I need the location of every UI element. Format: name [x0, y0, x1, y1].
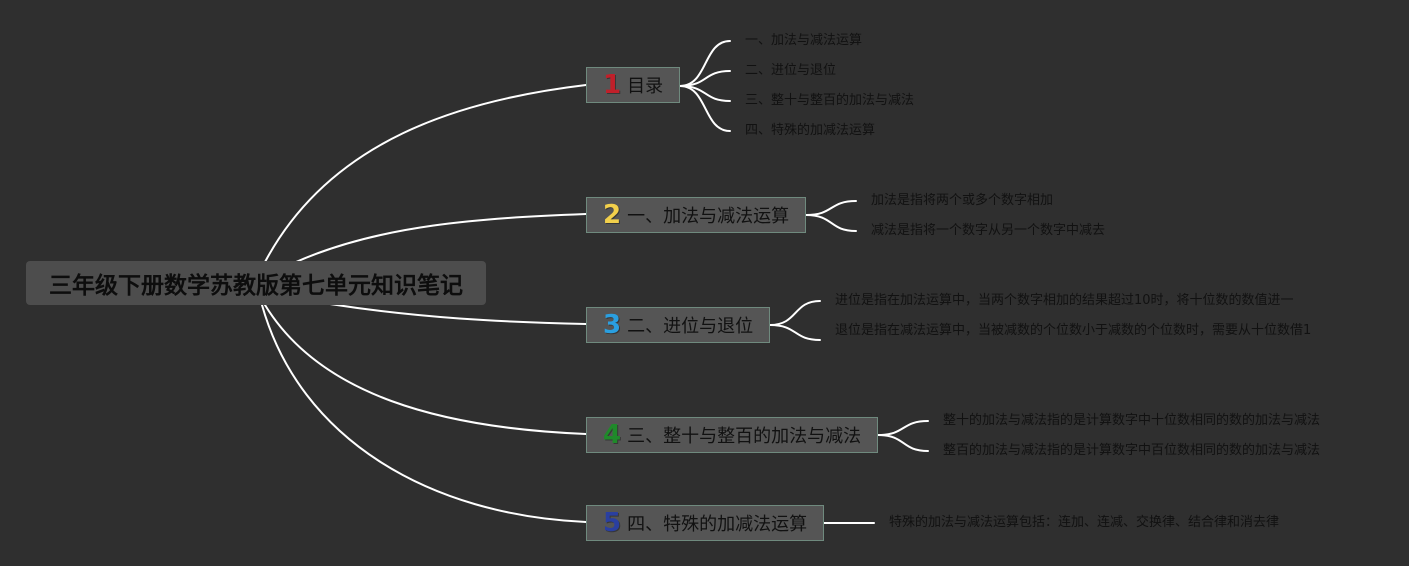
branch-topic-1[interactable]: 1 目录 — [586, 67, 680, 103]
leaf-topic-1-1[interactable]: 一、加法与减法运算 — [745, 33, 863, 48]
leaf-topic-1-3[interactable]: 三、整十与整百的加法与减法 — [745, 93, 915, 108]
connector-b1-leaf-4 — [679, 85, 731, 132]
connector-b4-leaf-2 — [877, 434, 929, 452]
connector-b2-leaf-1 — [805, 200, 857, 216]
branch-label-3: 二、进位与退位 — [627, 316, 754, 337]
leaf-topic-1-2[interactable]: 二、进位与退位 — [745, 63, 837, 78]
connector-root-branch-1 — [264, 84, 587, 263]
leaf-topic-4-1[interactable]: 整十的加法与减法指的是计算数字中十位数相同的数的加法与减法 — [943, 413, 1321, 428]
connector-root-branch-5 — [261, 304, 587, 523]
branch-topic-4[interactable]: 4 三、整十与整百的加法与减法 — [586, 417, 878, 453]
connector-b1-leaf-1 — [679, 40, 731, 87]
connector-root-branch-2 — [295, 213, 587, 263]
connector-b3-leaf-2 — [769, 324, 821, 341]
root-topic[interactable]: 三年级下册数学苏教版第七单元知识笔记 — [26, 261, 486, 305]
leaf-topic-4-2[interactable]: 整百的加法与减法指的是计算数字中百位数相同的数的加法与减法 — [943, 443, 1321, 458]
branch-number-4: 4 — [603, 420, 622, 450]
root-topic-title: 三年级下册数学苏教版第七单元知识笔记 — [49, 273, 463, 299]
branch-number-2: 2 — [603, 200, 622, 230]
branch-topic-5[interactable]: 5 四、特殊的加减法运算 — [586, 505, 824, 541]
connector-b2-leaf-2 — [805, 214, 857, 232]
leaf-topic-5-1[interactable]: 特殊的加法与减法运算包括：连加、连减、交换律、结合律和消去律 — [889, 515, 1280, 530]
branch-label-5: 四、特殊的加减法运算 — [627, 514, 808, 535]
leaf-topic-2-1[interactable]: 加法是指将两个或多个数字相加 — [871, 193, 1054, 208]
leaf-topic-2-2[interactable]: 减法是指将一个数字从另一个数字中减去 — [871, 223, 1106, 238]
branch-number-3: 3 — [603, 310, 622, 340]
branch-label-2: 一、加法与减法运算 — [627, 206, 790, 227]
branch-label-1: 目录 — [627, 76, 664, 97]
connector-root-branch-4 — [264, 304, 587, 435]
leaf-topic-1-4[interactable]: 四、特殊的加减法运算 — [745, 123, 876, 138]
leaf-topic-3-2[interactable]: 退位是指在减法运算中，当被减数的个位数小于减数的个位数时，需要从十位数借1 — [835, 323, 1312, 338]
branch-number-5: 5 — [603, 508, 622, 538]
connector-b3-leaf-1 — [769, 300, 821, 326]
leaf-topic-3-1[interactable]: 进位是指在加法运算中，当两个数字相加的结果超过10时，将十位数的数值进一 — [835, 293, 1294, 308]
branch-label-4: 三、整十与整百的加法与减法 — [627, 426, 862, 447]
branch-number-1: 1 — [603, 70, 622, 100]
connector-root-branch-3 — [329, 303, 587, 325]
branch-topic-2[interactable]: 2 一、加法与减法运算 — [586, 197, 806, 233]
branch-topic-3[interactable]: 3 二、进位与退位 — [586, 307, 770, 343]
connector-b4-leaf-1 — [877, 420, 929, 436]
